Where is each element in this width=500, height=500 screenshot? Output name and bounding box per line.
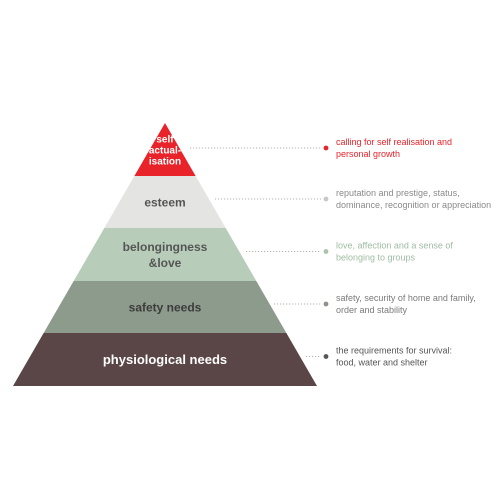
pyramid-level-belongingness [73,228,257,281]
bullet-dot-physiological [323,354,329,359]
level-description-line: the requirements for survival: [336,346,452,356]
level-description-line: love, affection and a sense of [336,241,453,251]
level-description-line: reputation and prestige, status, [336,188,460,198]
level-description-esteem: reputation and prestige, status, dominanc… [336,188,491,210]
level-label-belongingness: belongingness&love [123,240,208,270]
level-label-line: belongingness [123,240,208,254]
level-label-line: isation [149,157,181,168]
level-label-line: &love [149,256,182,270]
level-description-line: safety, security of home and family, [336,293,476,303]
pyramid-level-physiological [13,333,317,386]
level-label-line: esteem [144,195,185,209]
bullet-dot-self-actualisation [323,145,329,151]
pyramid-level-self-actualisation [134,123,196,176]
level-label-line: self [156,135,174,146]
level-description-line: order and stability [336,305,408,315]
level-description-line: dominance, recognition or appreciation [336,200,491,210]
level-description-safety: safety, security of home and family, orde… [336,293,476,315]
level-description-line: personal growth [336,149,400,159]
level-description-line: calling for self realisation and [336,137,452,147]
bullet-dot-belongingness [323,249,329,254]
pyramid-level-safety [43,281,287,333]
level-description-line: food, water and shelter [336,358,428,368]
bullet-dot-safety [323,301,329,307]
level-label-physiological: physiological needs [103,352,227,367]
pyramid-level-esteem [104,176,226,228]
level-label-line: physiological needs [103,352,227,367]
level-label-esteem: esteem [144,195,185,209]
level-description-line: belonging to groups [336,253,416,263]
level-label-safety: safety needs [129,300,202,314]
level-description-self-actualisation: calling for self realisation and personal… [336,137,452,159]
level-description-physiological: the requirements for survival: food, wate… [336,346,452,368]
bullet-dot-esteem [323,196,329,202]
level-description-belongingness: love, affection and a sense of belonging … [336,241,453,263]
level-label-line: actual- [149,146,181,157]
level-label-line: safety needs [129,300,202,314]
